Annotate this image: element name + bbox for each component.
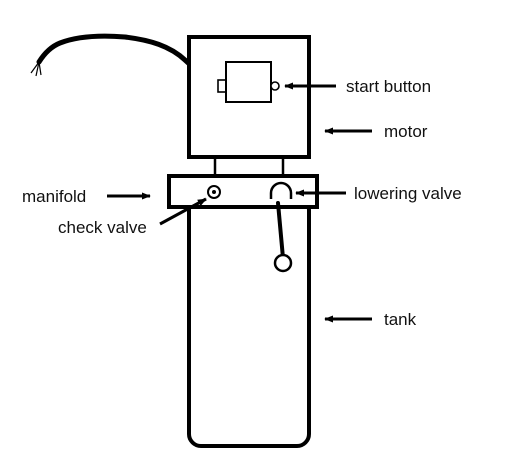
start-button-label: start button [346, 77, 431, 96]
tank-label: tank [384, 310, 417, 329]
start-button-knob[interactable] [270, 81, 280, 91]
check-valve [207, 185, 221, 199]
manifold [167, 174, 319, 209]
motor-manifold-neck [213, 157, 285, 176]
lowering-valve-label: lowering valve [354, 184, 462, 203]
start-switch[interactable] [217, 61, 280, 103]
manifold-label: manifold [22, 187, 86, 206]
lowering-valve-knob[interactable] [273, 253, 293, 273]
motor-label: motor [384, 122, 428, 141]
cord-wire-ends [30, 61, 42, 77]
callout-arrows [107, 82, 372, 323]
lowering-valve-handle[interactable] [276, 201, 285, 260]
check-valve-label: check valve [58, 218, 147, 237]
tank [187, 196, 311, 448]
check-valve-arrow [159, 197, 207, 226]
lowering-valve[interactable] [269, 181, 293, 273]
